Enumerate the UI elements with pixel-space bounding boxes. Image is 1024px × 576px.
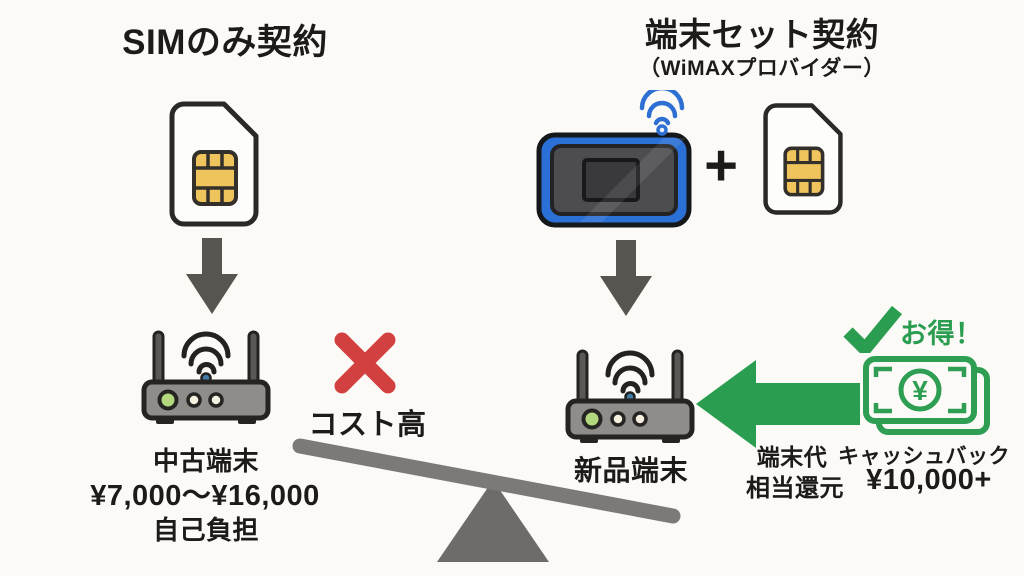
down-arrow-icon [186,238,238,314]
sim-card-icon [169,101,259,227]
yen-symbol: ¥ [912,375,928,406]
cross-icon [334,332,396,394]
mobile-wifi-device-icon [536,132,692,228]
down-arrow-icon [600,240,652,316]
cashback-label: キャッシュバック [838,445,1010,468]
left-arrow-icon [696,360,860,448]
used-device-label: 中古端末 [152,446,259,476]
cost-high-label: コスト高 [308,409,427,441]
wifi-signal-icon [639,90,685,136]
check-icon [843,305,902,353]
sim-only-title: SIMのみ契約 [122,23,328,62]
device-cost-label: 端末代 [756,444,828,470]
new-device-label: 新品端末 [573,455,688,486]
sim-card-icon [763,103,843,215]
wifi-router-icon [141,330,271,424]
deal-label: お得！ [900,319,983,349]
equivalent-return-label: 相当還元 [746,475,844,502]
device-set-title: 端末セット契約 [644,16,880,53]
cashback-amount-label: ¥10,000+ [866,464,992,496]
wifi-router-icon [565,349,695,443]
price-range-label: ¥7,000〜¥16,000 [90,480,320,512]
seesaw-balance-icon [292,438,681,562]
plus-sign: + [704,133,738,198]
self-burden-label: 自己負担 [152,515,259,545]
wimax-provider-subtitle: （WiMAXプロバイダー） [639,57,885,80]
cash-icon: ¥ [863,356,990,435]
